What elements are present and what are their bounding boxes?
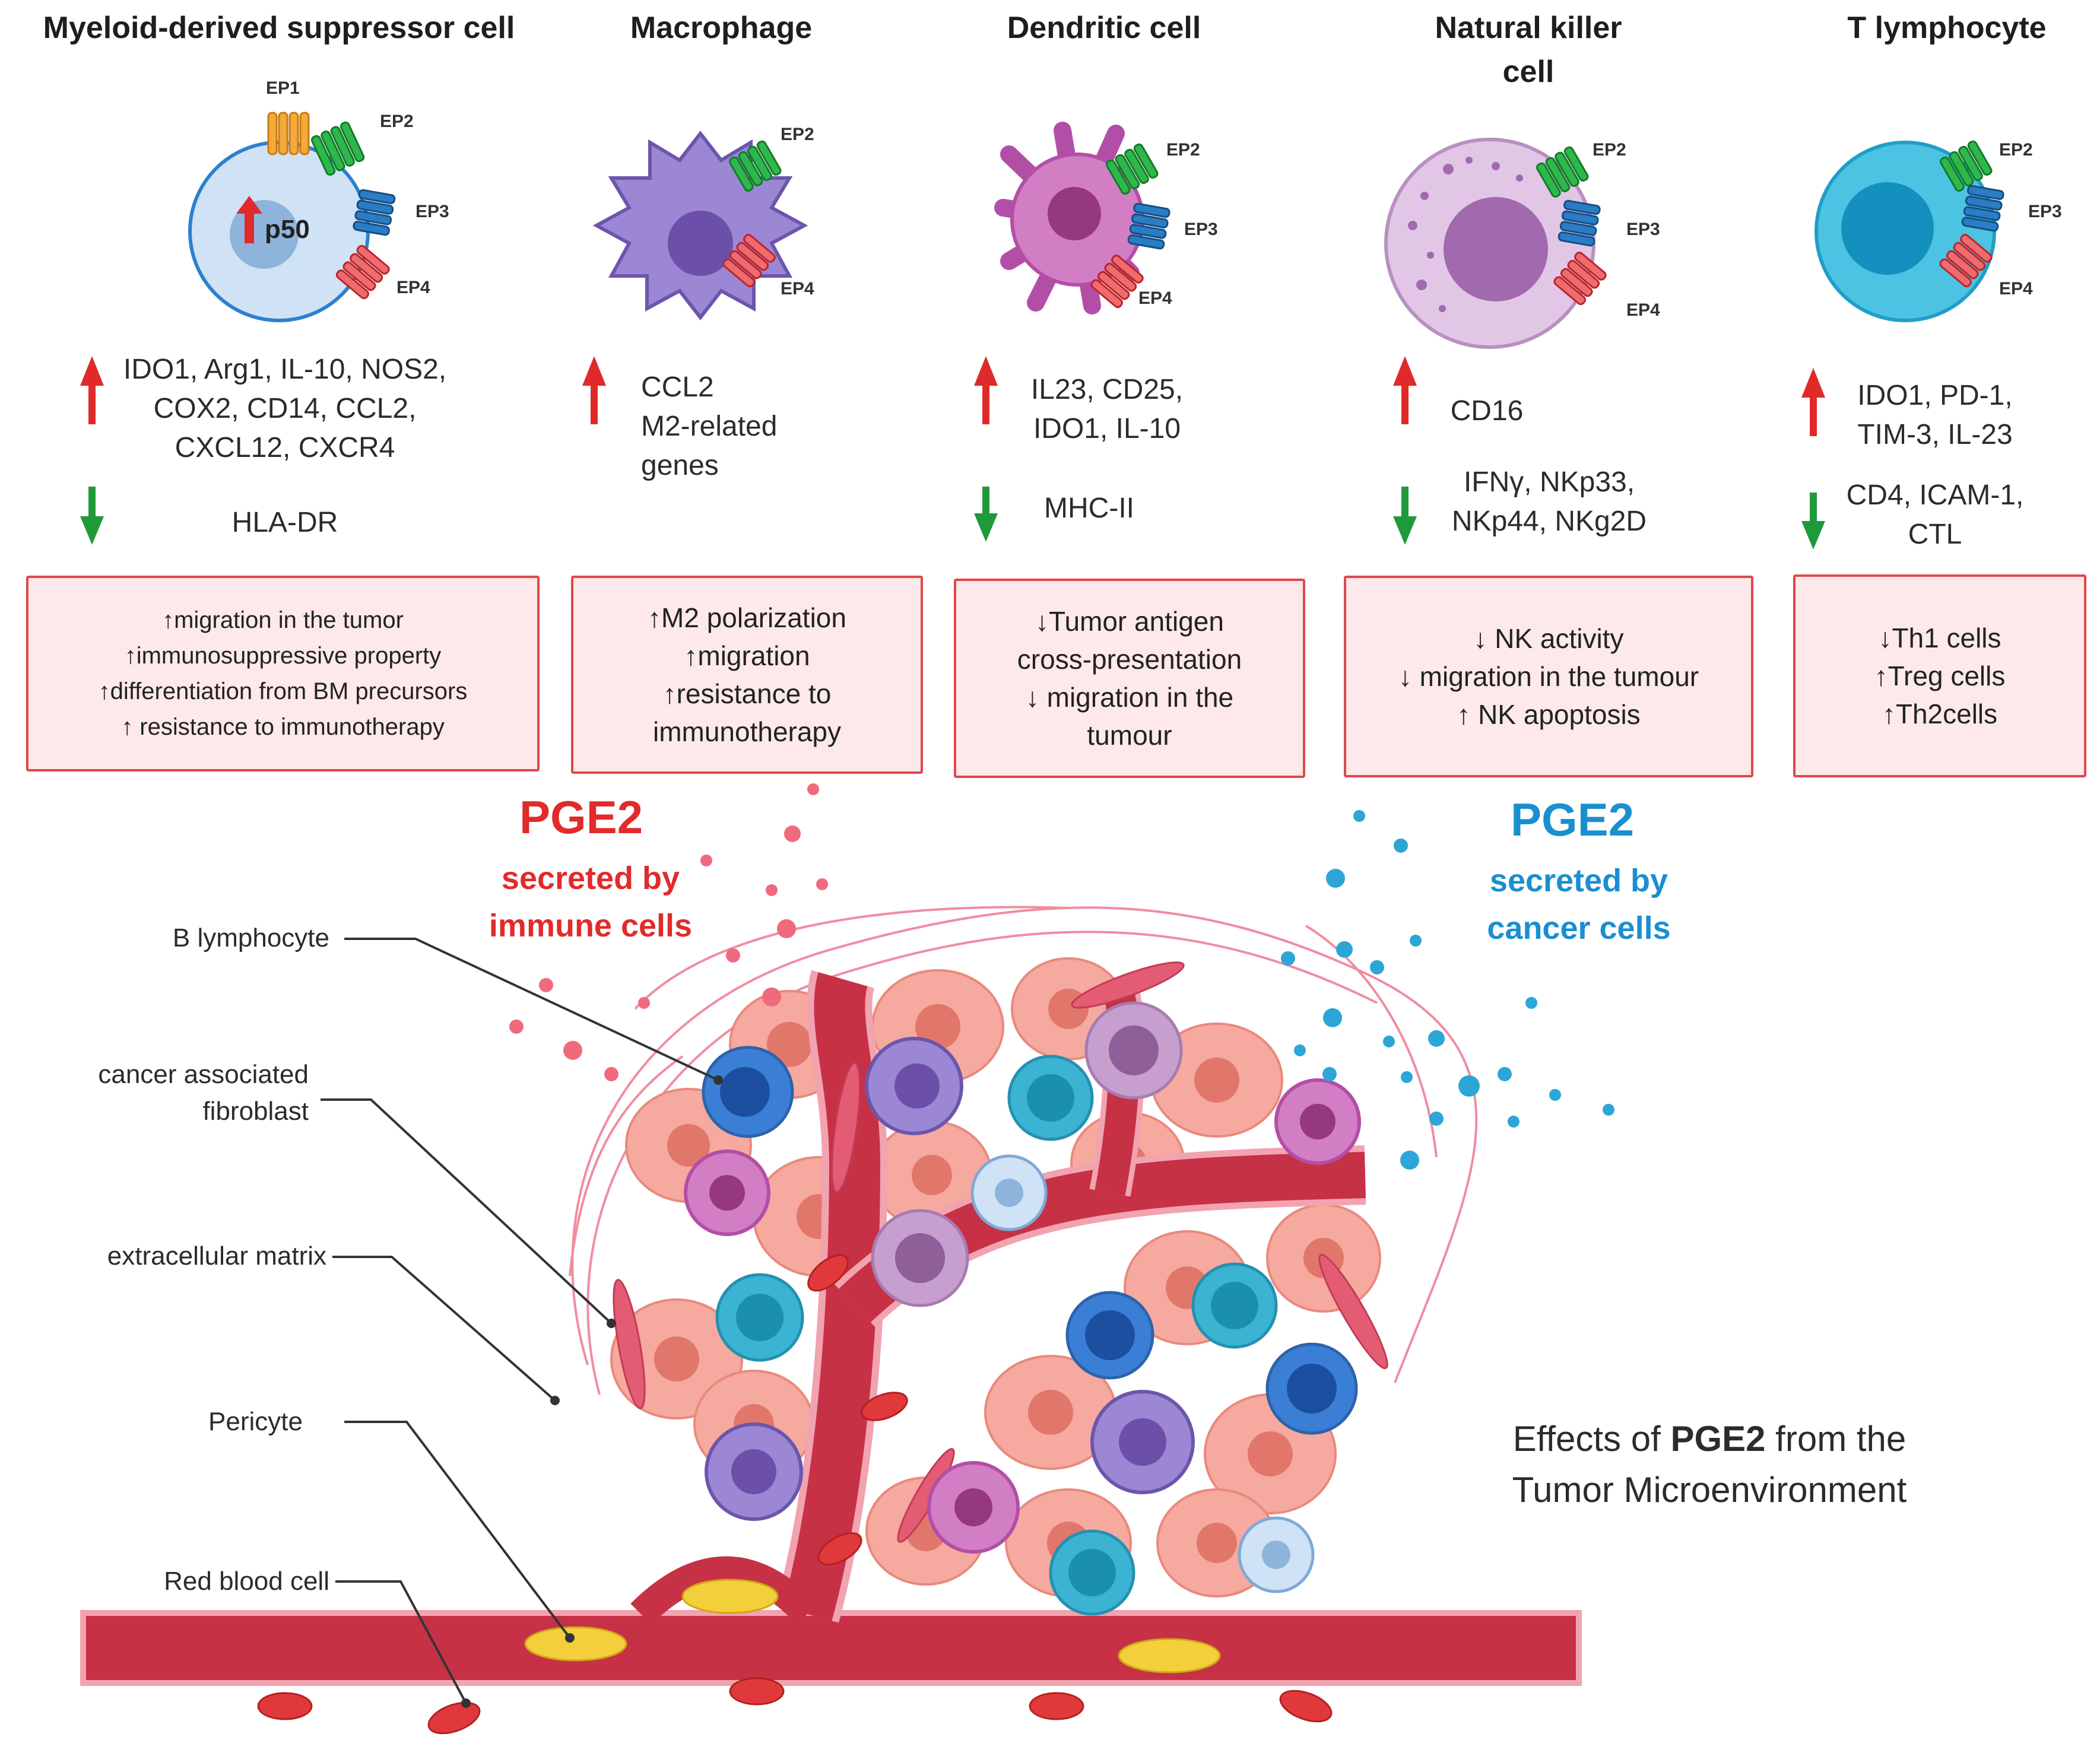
up-arrow-icon — [1801, 368, 1825, 436]
dendritic-cell-icon — [994, 122, 1170, 315]
up-arrow-icon — [974, 356, 998, 424]
cell-title-mdsc: Myeloid-derived suppressor cell — [43, 11, 515, 45]
ep4-label: EP4 — [1138, 288, 1172, 308]
cancer-associated-fibroblasts — [613, 961, 1388, 1543]
nk-cell-icon — [1384, 138, 1607, 349]
ep3-label: EP3 — [1184, 220, 1218, 239]
down-arrow-icon — [80, 487, 104, 545]
label-extracellular-matrix: extracellular matrix — [107, 1241, 326, 1271]
ep4-label: EP4 — [1999, 279, 2033, 298]
cell-title-dendritic: Dendritic cell — [1007, 11, 1201, 45]
label-b-lymphocyte: B lymphocyte — [172, 923, 329, 952]
down-arrow-icon — [974, 487, 998, 542]
ep2-label: EP2 — [1593, 140, 1626, 160]
tumor-microenvironment — [80, 906, 1582, 1735]
immune-cells-in-tumor — [684, 1001, 1361, 1616]
downregulated-list-t-lymphocyte: CD4, ICAM-1,CTL — [1846, 479, 2024, 550]
macrophage-cell-icon — [592, 131, 808, 320]
up-arrow-icon — [1393, 356, 1417, 424]
down-arrow-icon — [1801, 493, 1825, 550]
ep2-label: EP2 — [781, 125, 814, 144]
effects-box-nk: ↓ NK activity↓ migration in the tumour ↑… — [1344, 576, 1753, 777]
upregulated-list-t-lymphocyte: IDO1, PD-1,TIM-3, IL-23 — [1857, 380, 2013, 450]
p50-label: p50 — [265, 215, 310, 244]
upregulated-list-nk: CD16 — [1450, 395, 1524, 427]
t-lymphocyte-cell-icon — [1814, 140, 2004, 322]
label-red-blood-cell: Red blood cell — [164, 1567, 329, 1596]
ep2-label: EP2 — [1999, 140, 2033, 160]
pge2-cancer-title: PGE2 — [1511, 793, 1635, 846]
downregulated-list-mdsc: HLA-DR — [231, 507, 338, 538]
callout-dots — [461, 1075, 723, 1708]
ep4-label: EP4 — [781, 279, 814, 298]
ep4-label: EP4 — [396, 278, 430, 297]
ep2-label: EP2 — [1166, 140, 1200, 160]
red-blood-cells — [257, 1254, 1333, 1735]
downregulated-list-dendritic: MHC-II — [1044, 493, 1134, 524]
downregulated-list-nk: IFNγ, NKp33,NKp44, NKg2D — [1451, 466, 1647, 537]
ep3-label: EP3 — [2028, 202, 2062, 221]
pge2-immune-dots — [509, 783, 828, 1081]
ep4-label: EP4 — [1626, 300, 1660, 320]
up-arrow-icon — [582, 356, 606, 424]
extracellular-matrix-fibers — [569, 906, 1478, 1395]
cell-title-macrophage: Macrophage — [630, 11, 813, 45]
label-pericyte: Pericyte — [208, 1407, 303, 1436]
tumor-cell-cluster — [610, 957, 1381, 1598]
cell-title-t-lymphocyte: T lymphocyte — [1847, 11, 2047, 45]
pge2-cancer-dots — [1281, 810, 1614, 1170]
ep2-label: EP2 — [380, 112, 414, 131]
upregulated-list-mdsc: IDO1, Arg1, IL-10, NOS2,COX2, CD14, CCL2… — [123, 354, 447, 463]
figure-caption: Effects of PGE2 from the Tumor Microenvi… — [1512, 1419, 1907, 1510]
ep1-label: EP1 — [266, 78, 300, 98]
effects-box-t-lymphocyte: ↓Th1 cells↑Treg cells ↑Th2cells — [1793, 574, 2086, 777]
ep3-label: EP3 — [1626, 220, 1660, 239]
down-arrow-icon — [1393, 487, 1417, 545]
mdsc-cell-icon — [188, 112, 396, 322]
pericytes — [524, 1579, 1221, 1673]
pge2-immune-title: PGE2 — [519, 791, 643, 843]
ep3-label: EP3 — [415, 202, 449, 221]
up-arrow-icon — [80, 356, 104, 424]
regulation-arrows — [80, 356, 1825, 550]
effects-box-mdsc: ↑migration in the tumor↑immunosuppressiv… — [26, 576, 540, 771]
effects-box-macrophage: ↑M2 polarization↑migration ↑resistance t… — [571, 576, 923, 774]
callout-lines — [321, 938, 719, 1704]
upregulated-list-dendritic: IL23, CD25,IDO1, IL-10 — [1030, 374, 1184, 444]
